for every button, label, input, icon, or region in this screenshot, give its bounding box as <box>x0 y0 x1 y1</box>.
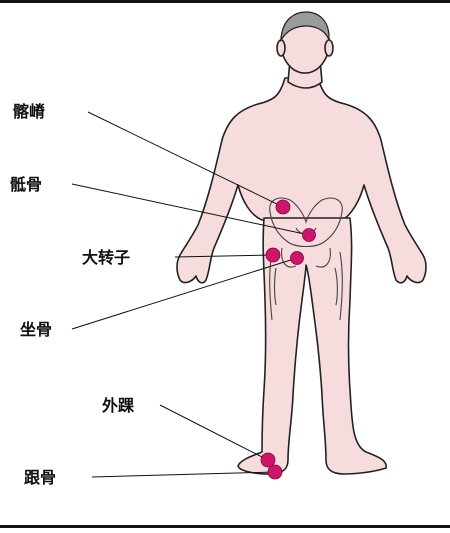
label-sacrum: 骶骨 <box>10 175 43 194</box>
label-lateral-malleolus: 外踝 <box>102 396 135 415</box>
label-iliac-crest: 髂嵴 <box>13 102 46 121</box>
leader-sacrum <box>71 183 310 236</box>
bottom-rule <box>0 525 450 528</box>
marker-sacrum <box>302 228 316 242</box>
leader-iliac-crest <box>87 111 284 208</box>
leader-lines <box>71 111 310 478</box>
marker-iliac-crest <box>275 199 291 215</box>
leader-ischium <box>71 257 298 330</box>
marker-ischium <box>290 251 304 265</box>
hair <box>280 11 330 43</box>
leader-greater-trochanter <box>174 254 274 258</box>
marker-greater-trochanter <box>265 247 281 263</box>
leader-calcaneus <box>91 471 276 478</box>
markers <box>260 199 316 480</box>
leader-lateral-malleolus <box>159 404 269 461</box>
top-rule <box>0 0 450 3</box>
marker-calcaneus <box>267 464 283 480</box>
body-silhouette <box>176 12 427 475</box>
label-ischium: 坐骨 <box>20 320 53 339</box>
label-calcaneus: 跟骨 <box>24 468 57 487</box>
label-greater-trochanter: 大转子 <box>82 248 131 267</box>
marker-lateral-malleolus <box>260 452 276 468</box>
